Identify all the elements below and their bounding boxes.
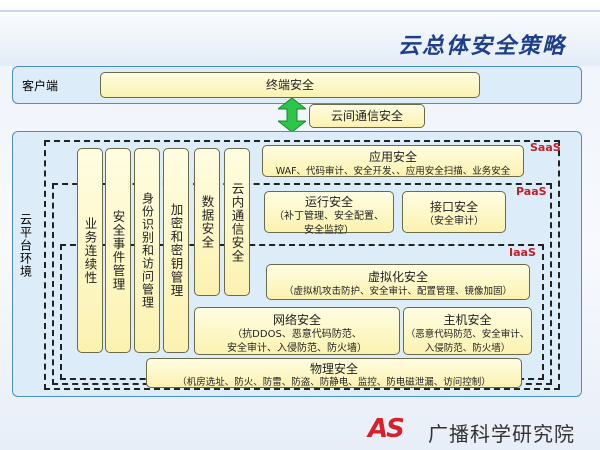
network-security-desc-2: 安全审计、入侵防范、防火墙） xyxy=(227,343,367,354)
api-security-desc: （安全审计） xyxy=(424,216,484,227)
ops-security-title: 运行安全 xyxy=(304,195,353,209)
column-data-security: 数据安全 xyxy=(194,148,220,296)
host-security-title: 主机安全 xyxy=(443,313,492,327)
brand-name: 广播科学研究院 xyxy=(428,422,575,446)
brand-logo: AS xyxy=(368,414,424,444)
column-intra-cloud-comm: 云内通信安全 xyxy=(224,148,250,296)
client-label: 客户端 xyxy=(22,79,59,93)
title-band xyxy=(0,0,600,66)
network-security-box: 网络安全 （抗DDOS、恶意代码防范、 安全审计、入侵防范、防火墙） xyxy=(194,307,400,355)
inter-cloud-label: 云间通信安全 xyxy=(330,109,403,123)
terminal-security-label: 终端安全 xyxy=(265,78,314,92)
host-security-desc-2: 入侵防范、防火墙） xyxy=(424,343,511,354)
column-security-event-mgmt: 安全事件管理 xyxy=(105,148,131,353)
host-security-box: 主机安全 （恶意代码防范、安全审计、 入侵防范、防火墙） xyxy=(403,307,532,355)
app-security-title: 应用安全 xyxy=(368,150,417,164)
physical-security-title: 物理安全 xyxy=(309,362,358,376)
saas-frame xyxy=(44,140,560,390)
api-security-title: 接口安全 xyxy=(429,200,478,214)
virtualization-security-desc: （虚拟机攻击防护、安全审计、配置管理、镜像加固） xyxy=(283,286,512,297)
network-security-title: 网络安全 xyxy=(272,313,321,327)
app-security-desc: WAF、代码审计、安全开发、、应用安全扫描、业务安全 xyxy=(275,166,511,177)
app-security-box: 应用安全 WAF、代码审计、安全开发、、应用安全扫描、业务安全 xyxy=(262,145,524,177)
brand-mark: AS xyxy=(368,414,405,444)
host-security-desc-1: （恶意代码防范、安全审计、 xyxy=(405,329,530,340)
iaas-label: IaaS xyxy=(509,246,536,259)
cloud-platform-label: 云平台环境 xyxy=(18,212,33,278)
ops-security-desc-1: （补丁管理、安全配置、 xyxy=(274,211,384,222)
ops-security-desc-2: 安全监控） xyxy=(304,225,354,236)
column-identity-access-mgmt: 身份识别和访问管理 xyxy=(134,148,160,353)
virtualization-security-title: 虚拟化安全 xyxy=(367,270,428,284)
paas-label: PaaS xyxy=(516,185,547,198)
saas-label: SaaS xyxy=(530,141,561,154)
api-security-box: 接口安全 （安全审计） xyxy=(402,191,506,233)
inter-cloud-box: 云间通信安全 xyxy=(309,104,425,128)
network-security-desc-1: （抗DDOS、恶意代码防范、 xyxy=(232,329,362,340)
double-arrow-icon xyxy=(278,98,306,132)
physical-security-box: 物理安全 （机房选址、防火、防雷、防盗、防静电、监控、防电磁泄漏、访问控制） xyxy=(146,358,522,388)
ops-security-box: 运行安全 （补丁管理、安全配置、 安全监控） xyxy=(264,191,394,236)
physical-security-desc: （机房选址、防火、防雷、防盗、防静电、监控、防电磁泄漏、访问控制） xyxy=(177,377,491,388)
virtualization-security-box: 虚拟化安全 （虚拟机攻击防护、安全审计、配置管理、镜像加固） xyxy=(266,264,530,300)
column-business-continuity: 业务连续性 xyxy=(77,148,103,353)
page-title: 云总体安全策略 xyxy=(397,33,566,59)
column-encryption-key-mgmt: 加密和密钥管理 xyxy=(163,148,189,353)
terminal-security-box: 终端安全 xyxy=(100,72,480,98)
